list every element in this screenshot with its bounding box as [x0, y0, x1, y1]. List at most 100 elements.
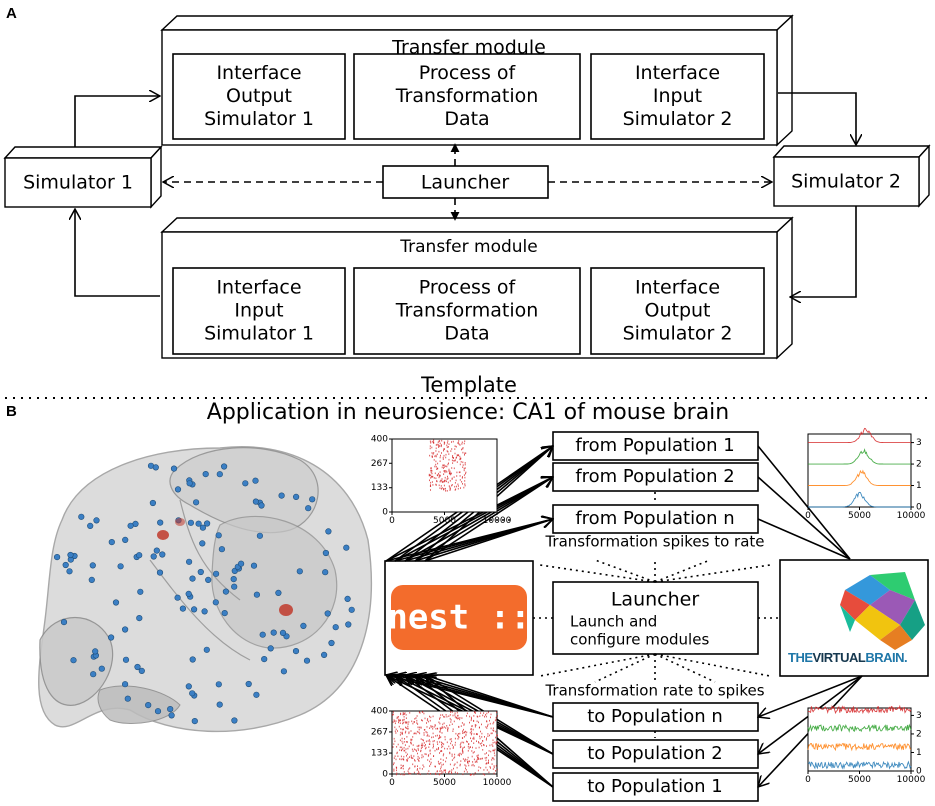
raster-bl-spike: [478, 721, 479, 724]
raster-bl-spike: [403, 741, 405, 743]
raster-tl-spike: [454, 459, 456, 462]
raster-tl-spike: [461, 443, 463, 445]
raster-bl-spike: [449, 763, 451, 766]
top-module-title: Transfer module: [391, 37, 546, 59]
raster-bl-spike: [406, 759, 408, 761]
raster-bl-spike: [411, 738, 413, 741]
raster-tl-spike: [435, 477, 437, 480]
raster-tl-spike: [433, 441, 435, 443]
raster-bl-spike: [471, 755, 473, 758]
to-population-box-3: [552, 772, 759, 802]
fan-line-to: [425, 675, 554, 718]
brain-dot: [197, 568, 204, 576]
raster-bl-spike: [431, 725, 433, 728]
raster-bl-spike: [465, 734, 467, 737]
raster-bl-spike: [417, 768, 418, 770]
raster-tl-spike: [450, 450, 452, 452]
raster-bl-spike: [416, 730, 418, 733]
raster-tl-spike: [451, 477, 453, 480]
raster-bl-spike: [430, 758, 432, 760]
raster-bl-spike: [416, 722, 418, 724]
tvb-simulator-box: THEVIRTUALBRAIN.: [779, 559, 929, 677]
raster-bl-spike: [464, 758, 466, 761]
raster-bl-spike: [418, 726, 420, 729]
raster-bl-spike: [470, 774, 472, 776]
raster-bl-spike: [417, 749, 419, 751]
raster-bl-spike: [462, 758, 464, 760]
raster-bl-spike: [466, 759, 468, 761]
raster-tl-spike: [464, 480, 466, 482]
raster-bl-spike: [398, 718, 400, 721]
raster-bl-spike: [483, 744, 485, 747]
raster-bl-spike: [434, 765, 436, 768]
raster-bl-spike: [493, 765, 495, 767]
raster-bl-spike: [469, 731, 471, 734]
raster-bl-spike: [461, 722, 463, 724]
raster-bl-spike: [477, 758, 479, 760]
brain-dot: [138, 667, 145, 675]
raster-tl-spike: [464, 476, 466, 479]
raster-tl-spike: [464, 467, 466, 469]
raster-bl-spike: [491, 759, 493, 761]
raster-bl-spike: [440, 736, 442, 738]
raster-bl-spike: [402, 773, 404, 776]
brain-dot: [98, 665, 105, 672]
raster-tl-spike: [439, 456, 441, 459]
raster-bl-ytick-label: 400: [371, 707, 388, 717]
raster-tl-spike: [451, 441, 452, 443]
raster-bl-spike: [428, 754, 430, 756]
raster-bl-spike: [408, 745, 410, 748]
raster-bl-spike: [392, 721, 394, 723]
raster-bl-spike: [454, 737, 456, 740]
raster-bl-spike: [403, 718, 405, 721]
raster-bl-spike: [432, 736, 434, 738]
raster-bl-spike: [398, 721, 399, 724]
raster-bl-spike: [459, 744, 461, 746]
raster-bl-spike: [456, 711, 458, 714]
raster-bl-spike: [394, 730, 396, 733]
raster-bl-spike: [465, 767, 466, 770]
raster-tl-spike: [430, 467, 432, 469]
raster-bl-spike: [398, 725, 400, 728]
raster-bl-spike: [400, 764, 402, 767]
raster-bl-spike: [432, 746, 434, 749]
raster-bl-spike: [404, 731, 406, 734]
raster-bl-spike: [431, 736, 433, 739]
raster-bl-spike: [443, 743, 445, 745]
raster-tl-spike: [439, 445, 441, 447]
raster-tl-spike: [444, 479, 445, 482]
raster-bl-spike: [392, 713, 394, 716]
brain-dot: [270, 629, 277, 636]
brain-dot: [53, 553, 61, 561]
brain-dot: [305, 505, 312, 512]
raster-bl-spike: [402, 765, 404, 767]
tvb-brain-logo-icon: [840, 572, 925, 650]
raster-tl-spike: [440, 488, 442, 490]
raster-bl-spike: [493, 772, 495, 775]
raster-bl-spike: [481, 742, 483, 744]
raster-bl-spike: [490, 767, 491, 769]
raster-bl-spike: [405, 748, 407, 750]
rates-tr-series-2: [808, 448, 911, 465]
brain-dot: [67, 551, 74, 559]
raster-tl-spike: [438, 474, 440, 476]
raster-bl-spike: [489, 744, 491, 747]
brain-region-marker: [157, 530, 169, 540]
launcher-b-sub-1: Launch and: [570, 613, 657, 631]
raster-bl-spike: [476, 755, 478, 757]
launcher-a-box: Launcher: [382, 165, 549, 199]
raster-bl-spike: [396, 752, 398, 755]
raster-tl-spike: [461, 441, 463, 444]
raster-tl-spike: [439, 487, 441, 489]
brain-dot: [204, 520, 211, 527]
raster-bl-spike: [463, 746, 465, 748]
rates-tr-frame: [807, 433, 912, 508]
raster-tl-spike: [430, 471, 432, 474]
raster-bl-spike: [394, 722, 396, 725]
raster-tl-spike: [459, 455, 461, 458]
raster-bl-spike: [393, 763, 394, 766]
launcher-b-box: Launcher Launch and configure modules: [552, 581, 759, 655]
raster-bl-spike: [449, 714, 451, 716]
raster-bl-spike: [494, 719, 496, 722]
raster-tl-spike: [446, 446, 448, 448]
